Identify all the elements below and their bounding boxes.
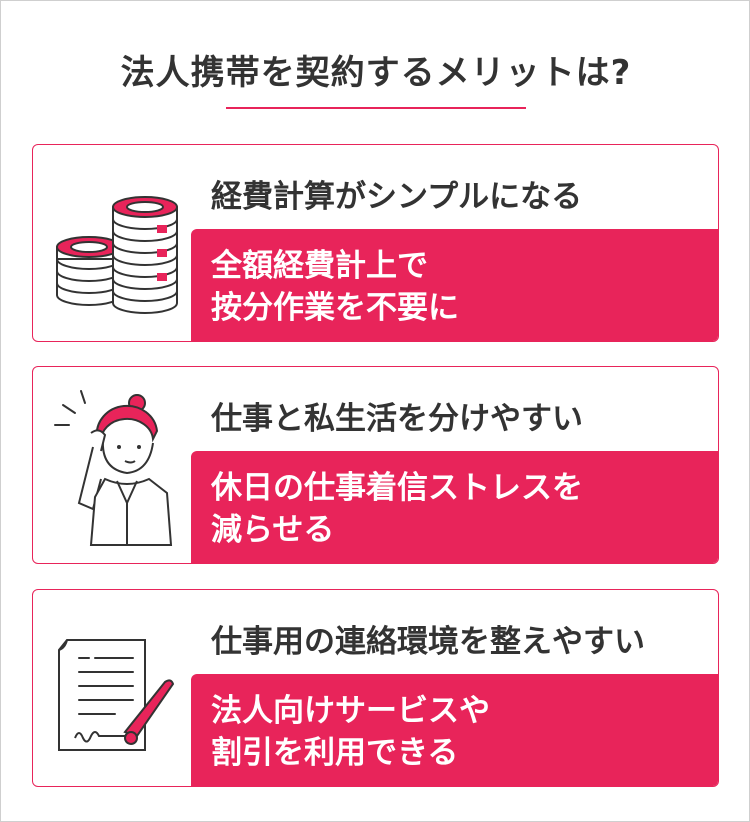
- card-highlight-text: 法人向けサービスや 割引を利用できる: [211, 690, 708, 774]
- benefit-card-contact: 仕事用の連絡環境を整えやすい 法人向けサービスや 割引を利用できる: [32, 589, 719, 787]
- benefit-card-expense: 経費計算がシンプルになる 全額経費計上で 按分作業を不要に: [32, 144, 719, 342]
- thinking-woman-icon: [45, 387, 185, 547]
- card-highlight-line: 按分作業を不要に: [211, 290, 459, 326]
- card-highlight-band: 全額経費計上で 按分作業を不要に: [191, 229, 718, 341]
- contract-signing-icon: [45, 610, 185, 770]
- card-heading: 仕事と私生活を分けやすい: [211, 401, 583, 437]
- card-highlight-line: 割引を利用できる: [211, 735, 459, 771]
- card-heading: 仕事用の連絡環境を整えやすい: [211, 624, 645, 660]
- benefit-card-worklife: 仕事と私生活を分けやすい 休日の仕事着信ストレスを 減らせる: [32, 366, 719, 564]
- card-highlight-line: 法人向けサービスや: [211, 693, 490, 729]
- page-title: 法人携帯を契約するメリットは?: [120, 53, 632, 93]
- card-highlight-text: 休日の仕事着信ストレスを 減らせる: [211, 467, 708, 551]
- card-heading: 経費計算がシンプルになる: [211, 179, 583, 215]
- coin-stack-icon: [45, 165, 185, 325]
- card-highlight-line: 減らせる: [211, 512, 335, 548]
- card-highlight-line: 全額経費計上で: [211, 248, 428, 284]
- card-highlight-band: 休日の仕事着信ストレスを 減らせる: [191, 451, 718, 563]
- title-underline: [226, 107, 526, 109]
- card-highlight-text: 全額経費計上で 按分作業を不要に: [211, 245, 708, 329]
- card-highlight-band: 法人向けサービスや 割引を利用できる: [191, 674, 718, 786]
- card-highlight-line: 休日の仕事着信ストレスを: [211, 470, 583, 506]
